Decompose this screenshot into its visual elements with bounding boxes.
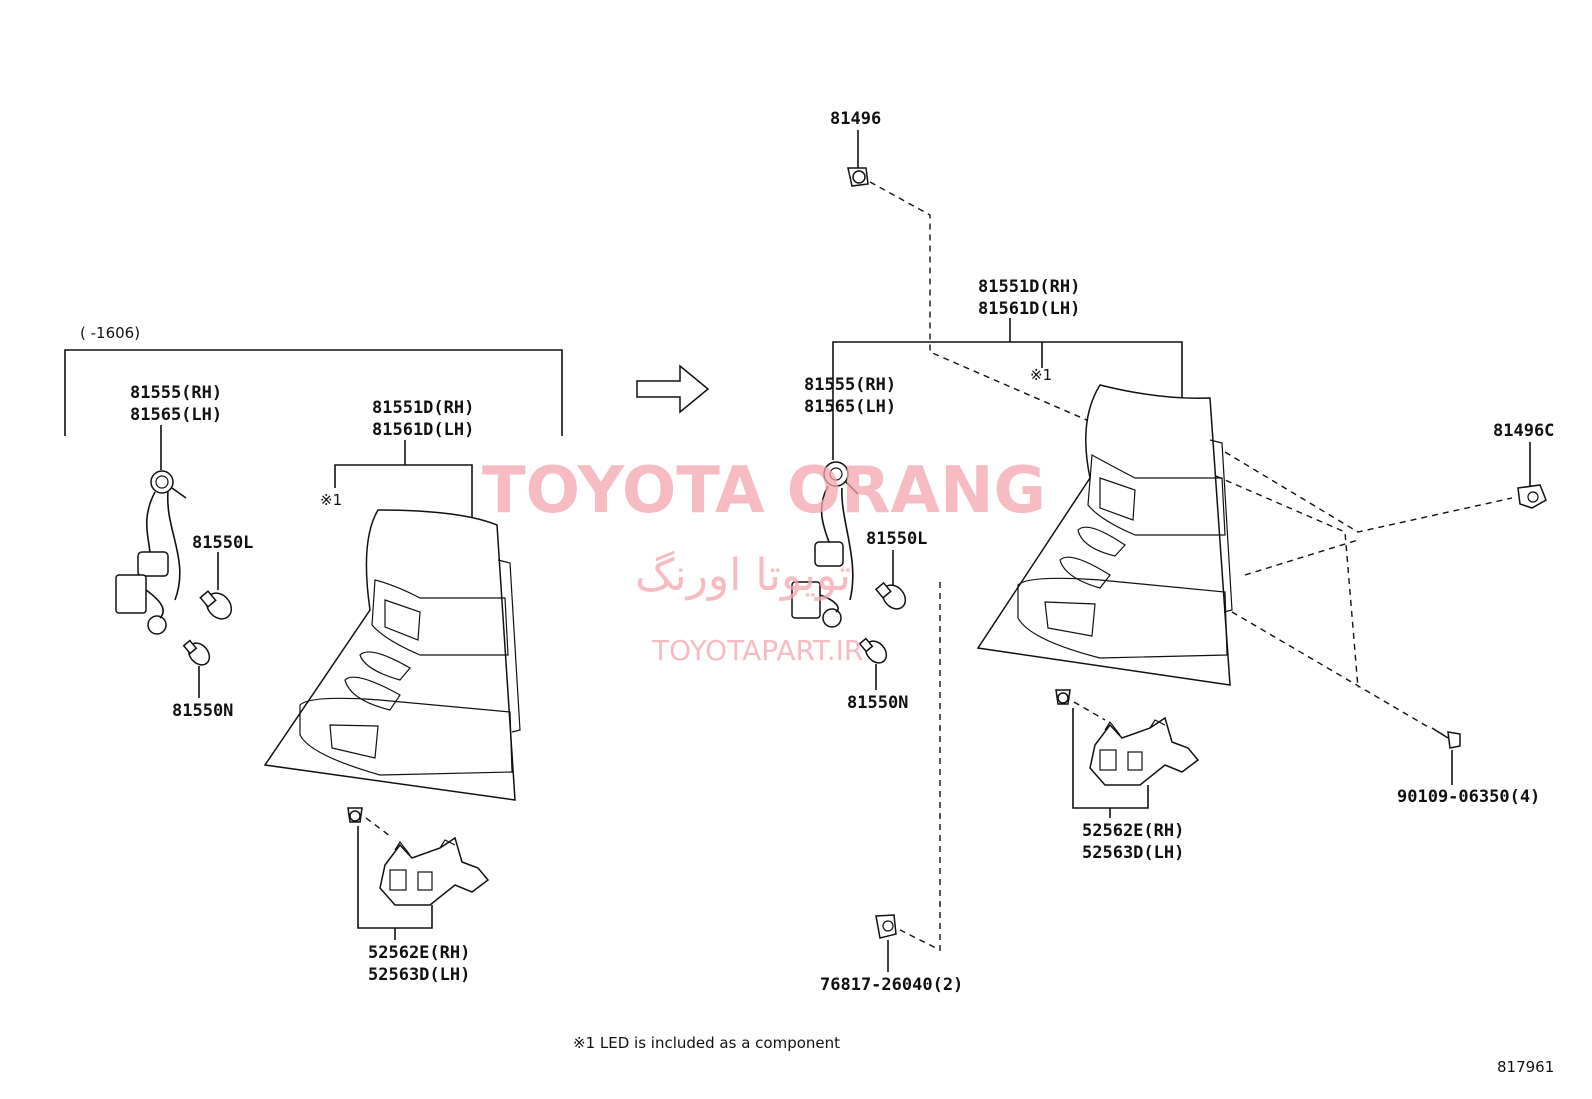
right-assembly-group: 81496 81551D(RH) 81561D(LH) ※1 81555(RH)… (791, 109, 1554, 995)
left-bulb-l-label: 81550L (192, 533, 253, 553)
right-clip-right-part (1517, 484, 1547, 509)
right-clip-small-part (1055, 689, 1071, 705)
right-lamp-lh-label: 81561D(LH) (978, 299, 1080, 319)
left-bracket-rh-label: 52562E(RH) (368, 943, 470, 963)
right-lamp-bracket (832, 341, 1183, 460)
right-socket-harness-part (791, 461, 859, 628)
right-note-ref: ※1 (1030, 366, 1052, 384)
left-socket-harness-part (115, 470, 187, 635)
right-clip-right-dash (1224, 451, 1513, 533)
left-lamp-lh-label: 81561D(LH) (372, 420, 474, 440)
left-date-range: ( -1606) (80, 324, 140, 342)
watermark-brand-farsi: تویوتا اورنگ (635, 550, 851, 601)
left-bulb-n-label: 81550N (172, 701, 233, 721)
diagram-number: 817961 (1497, 1058, 1554, 1076)
watermark-brand: TOYOTA ORANG (482, 454, 1046, 528)
right-bracket-rh-label: 52562E(RH) (1082, 821, 1184, 841)
right-bracket-part (1089, 716, 1200, 786)
right-clip-right-label: 81496C (1493, 421, 1554, 441)
left-tail-lamp-part (263, 509, 521, 801)
right-socket-rh-label: 81555(RH) (804, 375, 896, 395)
left-group-bracket (64, 349, 563, 436)
right-bulb-n-part (858, 637, 888, 664)
left-clip-part (347, 807, 363, 823)
right-nut-part (875, 914, 897, 939)
right-bulb-n-label: 81550N (847, 693, 908, 713)
watermark-site: TOYOTAPART.IR (651, 634, 863, 667)
right-tail-lamp-part (976, 384, 1233, 686)
footnote: ※1 LED is included as a component (573, 1034, 840, 1052)
left-bulb-l-part (199, 590, 233, 620)
right-screw-label: 90109-06350(4) (1397, 787, 1540, 807)
left-socket-lh-label: 81565(LH) (130, 405, 222, 425)
left-clip-dash (365, 817, 391, 837)
right-clip-top-label: 81496 (830, 109, 881, 129)
right-lamp-dash-mid (1244, 539, 1359, 576)
left-lamp-leader (334, 464, 473, 520)
left-socket-rh-label: 81555(RH) (130, 383, 222, 403)
right-bracket-lh-label: 52563D(LH) (1082, 843, 1184, 863)
right-nut-dash (899, 582, 941, 952)
watermark: TOYOTA ORANG تویوتا اورنگ TOYOTAPART.IR (482, 454, 1046, 667)
left-assembly-group: ( -1606) 81555(RH) 81565(LH) 81551D(RH) … (64, 324, 563, 985)
left-bulb-n-part (182, 639, 211, 666)
right-bulb-l-part (874, 581, 907, 610)
left-lamp-rh-label: 81551D(RH) (372, 398, 474, 418)
left-bracket-lh-label: 52563D(LH) (368, 965, 470, 985)
right-clip-small-dash (1073, 701, 1106, 721)
right-screw-dash (1231, 611, 1431, 729)
left-note-ref: ※1 (320, 491, 342, 509)
right-screw-part (1431, 727, 1461, 749)
right-bulb-l-label: 81550L (866, 529, 927, 549)
right-clip-top-dash (869, 181, 1359, 689)
right-clip-top-part (847, 167, 869, 187)
right-lamp-rh-label: 81551D(RH) (978, 277, 1080, 297)
left-bracket-part (379, 836, 490, 906)
arrow-right-icon (636, 364, 710, 414)
right-nut-label: 76817-26040(2) (820, 975, 963, 995)
right-socket-lh-label: 81565(LH) (804, 397, 896, 417)
